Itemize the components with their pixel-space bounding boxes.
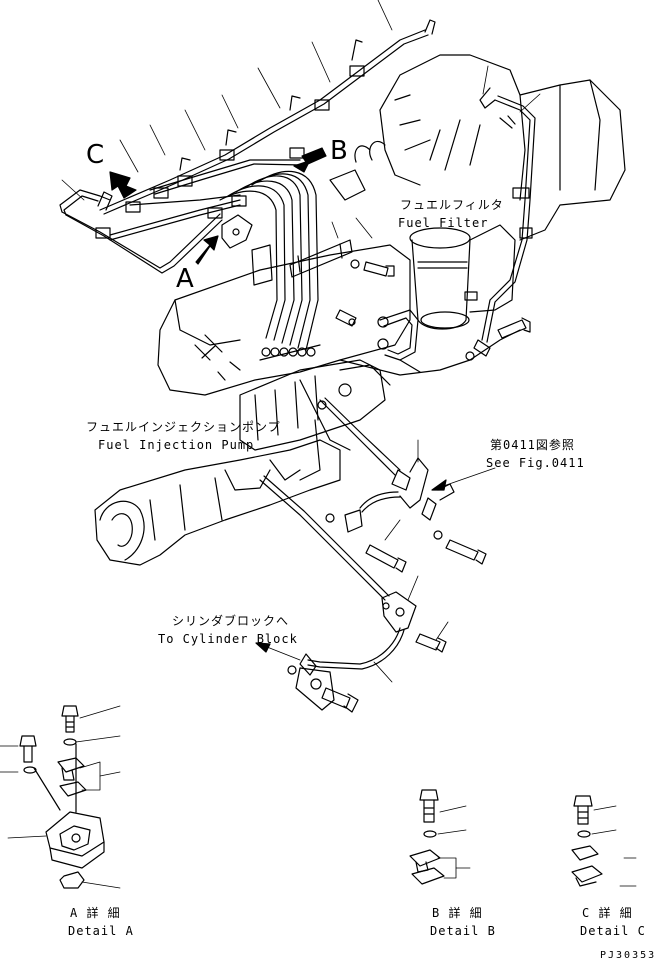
callout-letter-a: A xyxy=(176,264,194,294)
bolt-washer-set-upper xyxy=(335,259,395,327)
callout-arrows xyxy=(109,147,327,265)
fuel-filter-label-en: Fuel Filter xyxy=(398,216,489,230)
callout-letter-c: C xyxy=(86,140,105,170)
cylinder-block-label-jp: シリンダブロックへ xyxy=(172,614,290,628)
filter-inlet-tube xyxy=(377,309,419,361)
overflow-line-assembly xyxy=(319,397,496,573)
detail-b-caption-en: Detail B xyxy=(430,924,496,938)
see-fig-label-en: See Fig.0411 xyxy=(486,456,585,470)
detail-c-caption-en: Detail C xyxy=(580,924,646,938)
cylinder-block-line xyxy=(255,475,449,713)
fuel-injection-pump xyxy=(94,359,391,566)
detail-b-parts xyxy=(409,789,471,885)
leader-lines-top xyxy=(61,0,541,239)
fuel-filter-label-jp: フュエルフィルタ xyxy=(400,198,504,212)
detail-c-caption-jp: C 詳 細 xyxy=(582,906,633,920)
see-fig-label-jp: 第0411図参照 xyxy=(490,438,575,452)
line-clamp-plates xyxy=(251,239,353,286)
injection-pump-label-jp: フュエルインジェクションポンプ xyxy=(86,420,281,434)
detail-b-caption-jp: B 詳 細 xyxy=(432,906,483,920)
cylinder-block-label-en: To Cylinder Block xyxy=(158,632,298,646)
page-code: PJ30353 xyxy=(600,950,657,961)
detail-c-parts xyxy=(571,795,637,887)
fuel-filter xyxy=(409,224,516,330)
engine-block xyxy=(157,54,626,396)
callout-letter-b: B xyxy=(330,136,348,166)
injection-lines-bundle xyxy=(219,170,321,361)
detail-a-parts xyxy=(0,705,121,889)
injection-pump-label-en: Fuel Injection Pump xyxy=(98,438,255,452)
detail-a-caption-jp: A 詳 細 xyxy=(70,906,121,920)
detail-a-caption-en: Detail A xyxy=(68,924,134,938)
fuel-line-manifold xyxy=(59,19,436,274)
